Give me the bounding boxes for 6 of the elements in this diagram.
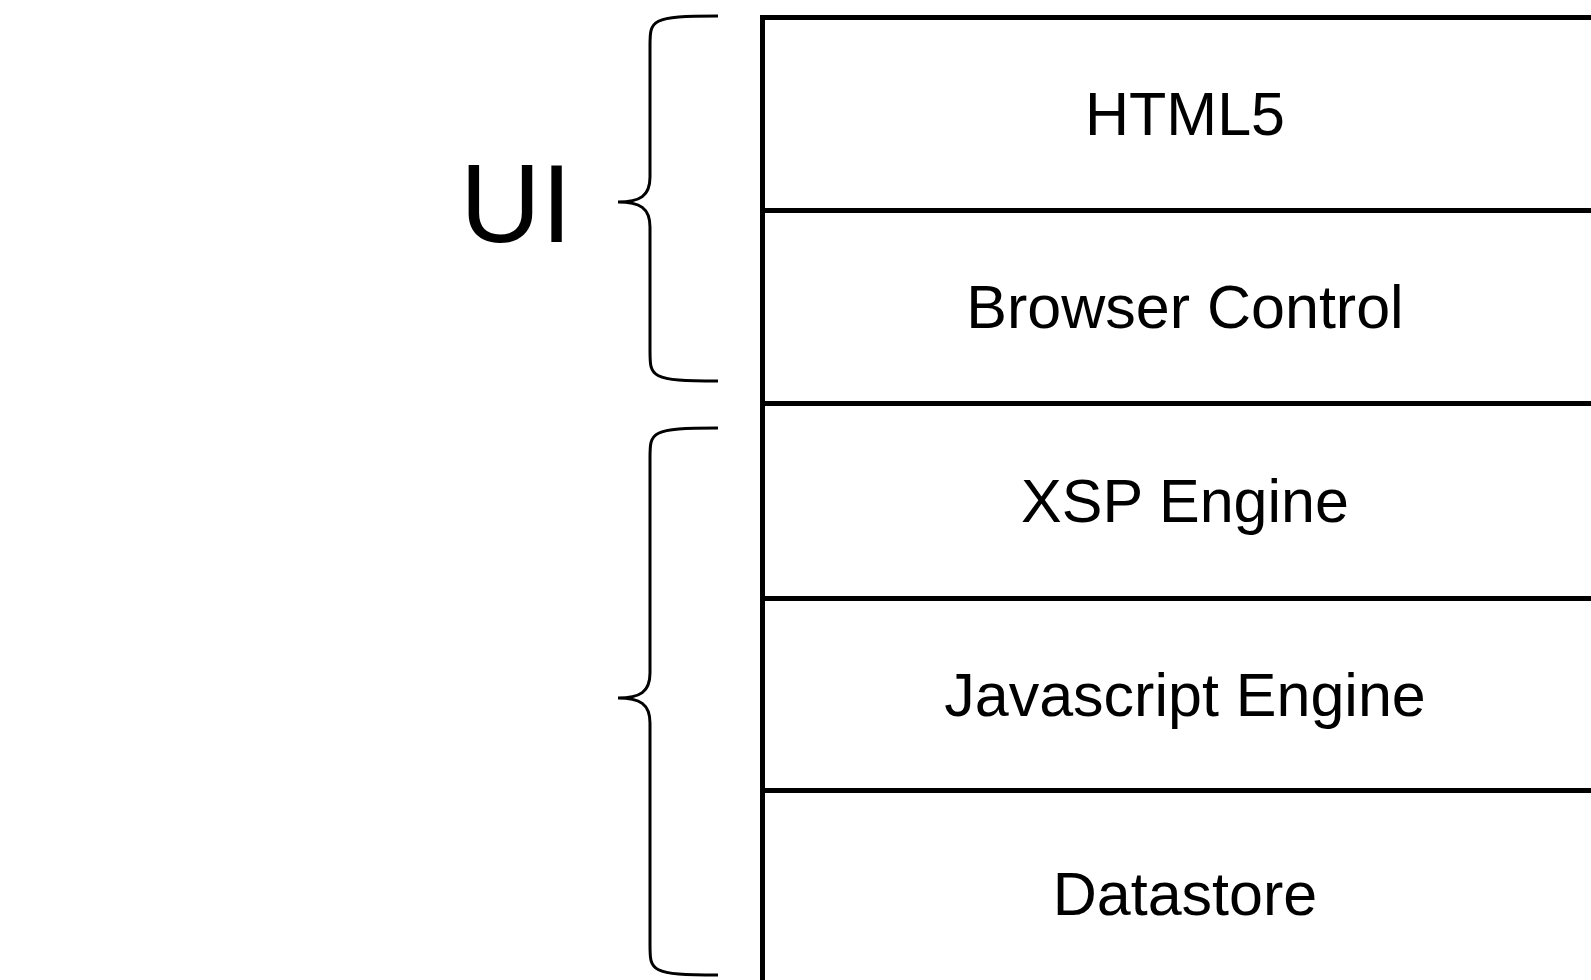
layer-label: Javascript Engine xyxy=(944,659,1426,730)
layer-label: XSP Engine xyxy=(1021,466,1349,536)
layer-label: Browser Control xyxy=(966,272,1404,342)
layer-label: Datastore xyxy=(1052,859,1318,929)
group-label: UI xyxy=(460,148,572,260)
layer-label: HTML5 xyxy=(1085,79,1285,149)
